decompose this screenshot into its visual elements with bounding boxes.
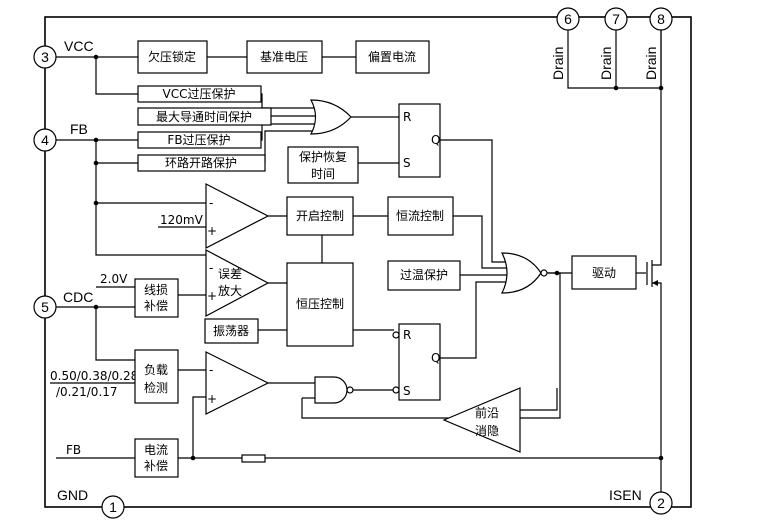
ea-label-2: 放大 [218,283,242,298]
max-on-block: 最大导通时间保护 [137,107,272,126]
or-gate-1 [310,99,352,135]
max-on-label: 最大导通时间保护 [156,110,252,124]
comp3-minus: - [209,363,213,377]
start-ctrl-block: 开启控制 [286,196,354,236]
fb-ovp-label: FB过压保护 [167,133,230,147]
pin-8-label: Drain [643,47,659,80]
pin-7: 7 Drain [598,7,628,80]
vref-block: 基准电压 [246,40,323,74]
load-detect-label-1: 负载 [144,363,168,377]
sense-resistor [241,454,266,463]
fb-label-2: FB [66,443,81,457]
pin-6-label: Drain [550,47,566,80]
pin-5: 5 CDC [33,289,93,319]
drive-label: 驱动 [592,266,616,280]
pin-5-label: CDC [63,289,93,305]
comp1-plus: + [207,224,217,238]
latch2-q: Q [431,351,440,365]
cv-ctrl-block: 恒压控制 [286,262,354,347]
line-comp-label-1: 线损 [144,283,168,297]
pin-8-number: 8 [657,11,665,27]
pin-7-number: 7 [612,11,620,27]
pin-1-number: 1 [109,499,117,515]
ea-minus: - [209,261,213,275]
pin-4-label: FB [70,121,88,137]
ea-label-1: 误差 [218,267,242,281]
or-gate-2 [501,252,548,294]
osc-block: 振荡器 [204,318,259,344]
nand-gate [314,376,354,404]
recover-label-1: 保护恢复 [299,150,347,164]
junction-dots [93,54,664,461]
bias-block: 偏置电流 [355,40,430,74]
ref-120mv: 120mV [160,213,204,227]
current-comp-label-1: 电流 [144,443,168,457]
pin-3-label: VCC [64,38,94,54]
mosfet-arrow [652,280,658,286]
uvlo-block: 欠压锁定 [137,40,208,74]
otp-label: 过温保护 [400,268,448,282]
error-amplifier: - + 误差 放大 [205,249,270,317]
leb-block: 前沿 消隐 [442,387,521,453]
comparator-1: - + [205,183,270,249]
pin-8: 8 Drain [643,7,673,80]
osc-label: 振荡器 [213,324,249,338]
vcc-ovp-block: VCC过压保护 [137,85,262,103]
open-loop-block: 环路开路保护 [137,154,266,172]
open-loop-label: 环路开路保护 [165,155,237,170]
load-detect-block: 负载 检测 [134,349,179,404]
latch2-r: R [403,328,411,342]
pin-6-number: 6 [564,11,572,27]
pin-5-number: 5 [41,299,49,315]
drive-block: 驱动 [571,255,637,290]
pin-2-label: ISEN [609,487,642,503]
recover-label-2: 时间 [311,167,335,181]
current-comp-label-2: 补偿 [144,458,168,473]
pin-1-label: GND [57,487,88,503]
latch1-q: Q [431,133,440,147]
load-detect-label-2: 检测 [144,380,168,395]
ref-vsel-2: /0.21/0.17 [56,385,118,399]
pin-2: 2 ISEN [609,487,673,515]
pin-1: 1 GND [57,487,125,519]
leb-label-1: 前沿 [475,405,499,420]
fb-ovp-block: FB过压保护 [137,131,262,149]
wires [50,30,662,502]
cv-ctrl-label: 恒压控制 [296,297,344,311]
ea-plus: + [207,289,217,303]
current-comp-block: 电流 补偿 [134,438,179,478]
rs-latch-1: R S Q [398,103,441,178]
recover-block: 保护恢复 时间 [287,146,359,184]
latch1-r: R [403,110,411,124]
rs-latch-2: R S Q [392,323,441,401]
ref-2v: 2.0V [100,272,128,286]
comparator-3: - + [205,351,270,415]
latch2-s: S [403,384,411,398]
vref-label: 基准电压 [260,50,308,64]
ref-vsel-1: 0.50/0.38/0.28 [50,369,138,383]
otp-block: 过温保护 [387,260,461,291]
leb-label-2: 消隐 [475,424,499,438]
uvlo-label: 欠压锁定 [148,49,196,64]
start-ctrl-label: 开启控制 [296,209,344,223]
pin-3: 3 VCC [33,38,94,69]
pin-4: 4 FB [33,121,88,152]
bias-label: 偏置电流 [368,49,416,64]
latch1-s: S [403,156,411,170]
pin-3-number: 3 [41,49,49,65]
pin-2-number: 2 [657,495,665,511]
line-comp-label-2: 补偿 [144,298,168,313]
cc-ctrl-block: 恒流控制 [387,196,454,236]
chip-outline [44,16,692,508]
pin-6: 6 Drain [550,7,580,80]
vcc-ovp-label: VCC过压保护 [163,87,236,101]
line-comp-block: 线损 补偿 [134,278,179,318]
pin-4-number: 4 [41,132,49,148]
pin-7-label: Drain [598,47,614,80]
cc-ctrl-label: 恒流控制 [396,209,444,223]
comp3-plus: + [207,392,217,406]
comp1-minus: - [209,196,213,210]
